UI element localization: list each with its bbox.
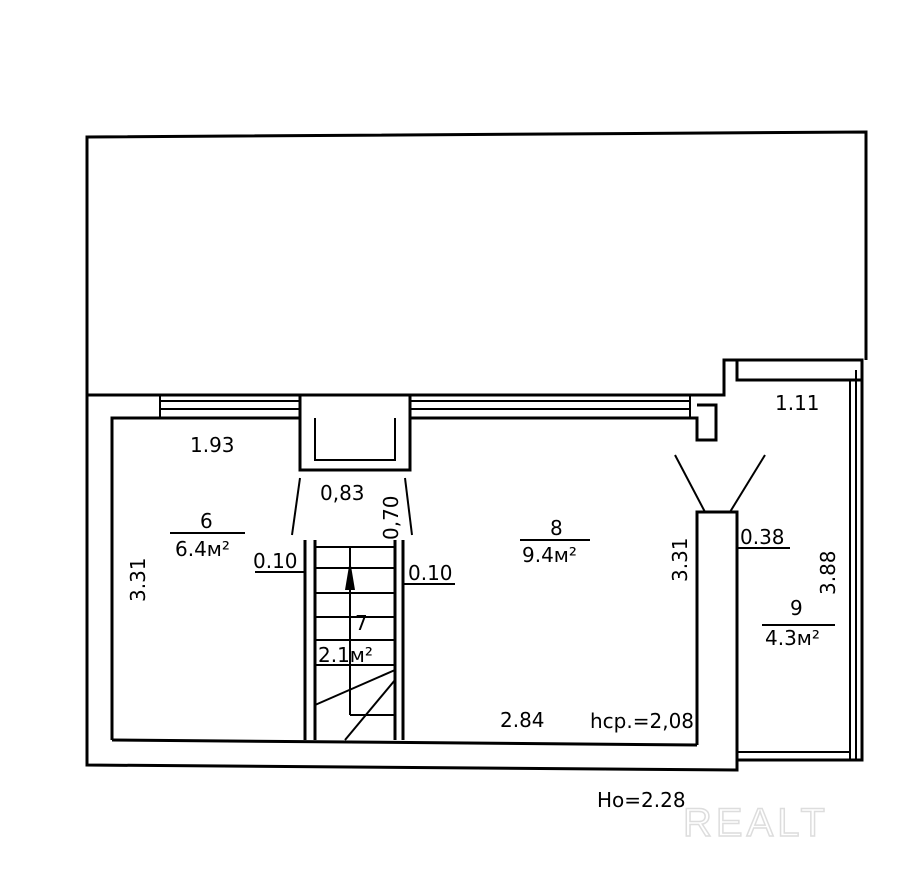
room-9-area: 4.3м² — [765, 626, 820, 650]
dim-0-83: 0,83 — [320, 481, 365, 505]
stair-arrow-icon — [345, 560, 355, 590]
niche-inner — [314, 418, 396, 461]
dim-2-84: 2.84 — [500, 708, 545, 732]
dim-1-93: 1.93 — [190, 433, 235, 457]
average-height: hср.=2,08 — [590, 709, 694, 733]
outer-wall — [85, 358, 864, 772]
room-9-number: 9 — [790, 596, 803, 620]
dim-3-88: 3.88 — [816, 550, 840, 595]
dim-3-31-left: 3.31 — [126, 557, 150, 602]
flare-left — [674, 454, 706, 513]
watermark-logo: REALT — [683, 801, 829, 845]
roof-outline — [85, 130, 868, 395]
dim-0-38: 0.38 — [740, 525, 785, 549]
partition-wall — [695, 510, 739, 770]
room-7-number: 7 — [355, 611, 368, 635]
room-6-area: 6.4м² — [175, 537, 230, 561]
dim-3-31-right: 3.31 — [668, 537, 692, 582]
inner-bottom-wall — [111, 738, 698, 747]
room6-wall — [110, 416, 300, 740]
room9-top — [735, 360, 862, 382]
room-8-area: 9.4м² — [522, 543, 577, 567]
dim-0-10-right: 0.10 — [408, 561, 453, 585]
base-height: Hо=2.28 — [597, 788, 686, 812]
dim-0-70: 0,70 — [379, 495, 403, 540]
room-8-number: 8 — [550, 516, 563, 540]
flare-right — [729, 454, 766, 513]
room-7-area: 2.1м² — [318, 643, 373, 667]
room8-wall — [410, 403, 718, 442]
dim-0-10-left: 0.10 — [253, 549, 298, 573]
room-6-number: 6 — [200, 509, 213, 533]
dim-1-11: 1.11 — [775, 391, 820, 415]
chimney-niche — [298, 395, 412, 472]
window-top — [159, 395, 691, 418]
staircase — [291, 477, 413, 741]
